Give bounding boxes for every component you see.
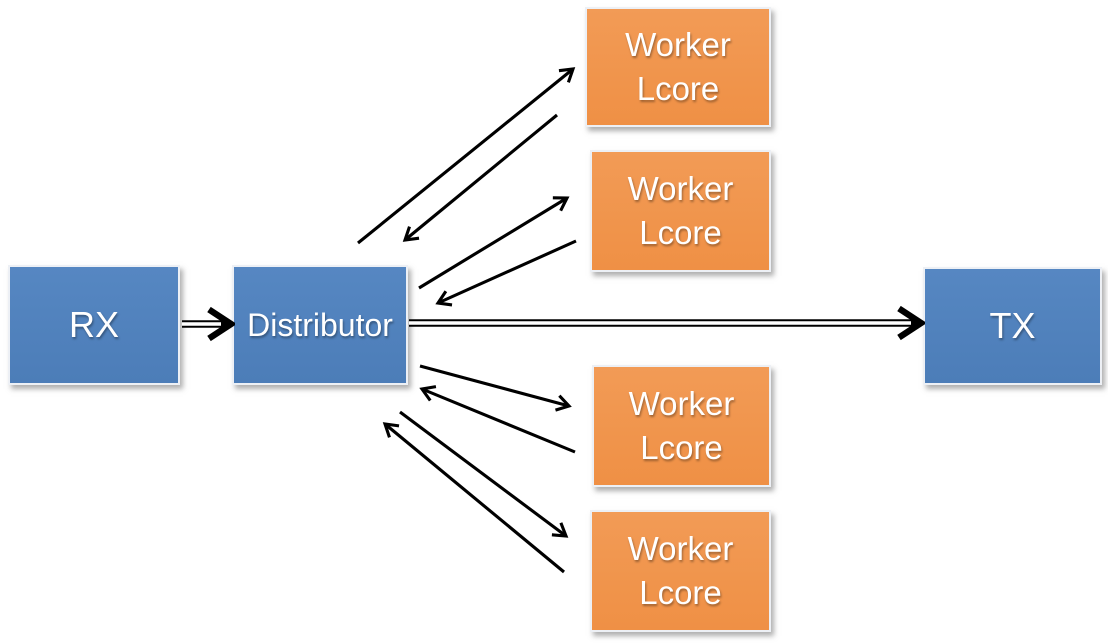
arrow-worker-3-to-distributor xyxy=(419,385,576,454)
arrow-worker-4-to-distributor xyxy=(382,422,565,574)
arrow-worker-1-to-distributor xyxy=(402,113,558,242)
node-tx-label: TX xyxy=(989,305,1036,347)
node-distributor: Distributor xyxy=(232,265,408,385)
node-worker-1: Worker Lcore xyxy=(585,7,771,127)
node-worker-3: Worker Lcore xyxy=(592,365,771,487)
node-worker-1-label-line2: Lcore xyxy=(636,70,720,107)
arrow-distributor-to-worker-4 xyxy=(399,410,569,538)
node-distributor-label: Distributor xyxy=(247,306,393,343)
node-worker-3-label-line1: Worker xyxy=(628,385,735,423)
node-worker-4: Worker Lcore xyxy=(590,510,771,632)
arrow-distributor-to-worker-2 xyxy=(418,196,570,290)
node-worker-2-label-line2: Lcore xyxy=(639,214,722,251)
node-worker-2: Worker Lcore xyxy=(590,150,771,272)
arrow-distributor-to-worker-3 xyxy=(419,364,572,412)
node-worker-4-label-line2: Lcore xyxy=(639,574,722,611)
node-worker-2-label-line1: Worker xyxy=(627,170,734,208)
node-worker-1-label-line1: Worker xyxy=(625,26,731,64)
node-rx: RX xyxy=(8,265,180,385)
node-tx: TX xyxy=(923,267,1102,385)
node-rx-label: RX xyxy=(68,304,119,346)
arrow-distributor-to-worker-1 xyxy=(357,67,576,245)
node-worker-3-label-line2: Lcore xyxy=(640,429,723,466)
node-worker-4-label-line1: Worker xyxy=(627,530,734,568)
arrow-worker-2-to-distributor xyxy=(435,239,577,307)
